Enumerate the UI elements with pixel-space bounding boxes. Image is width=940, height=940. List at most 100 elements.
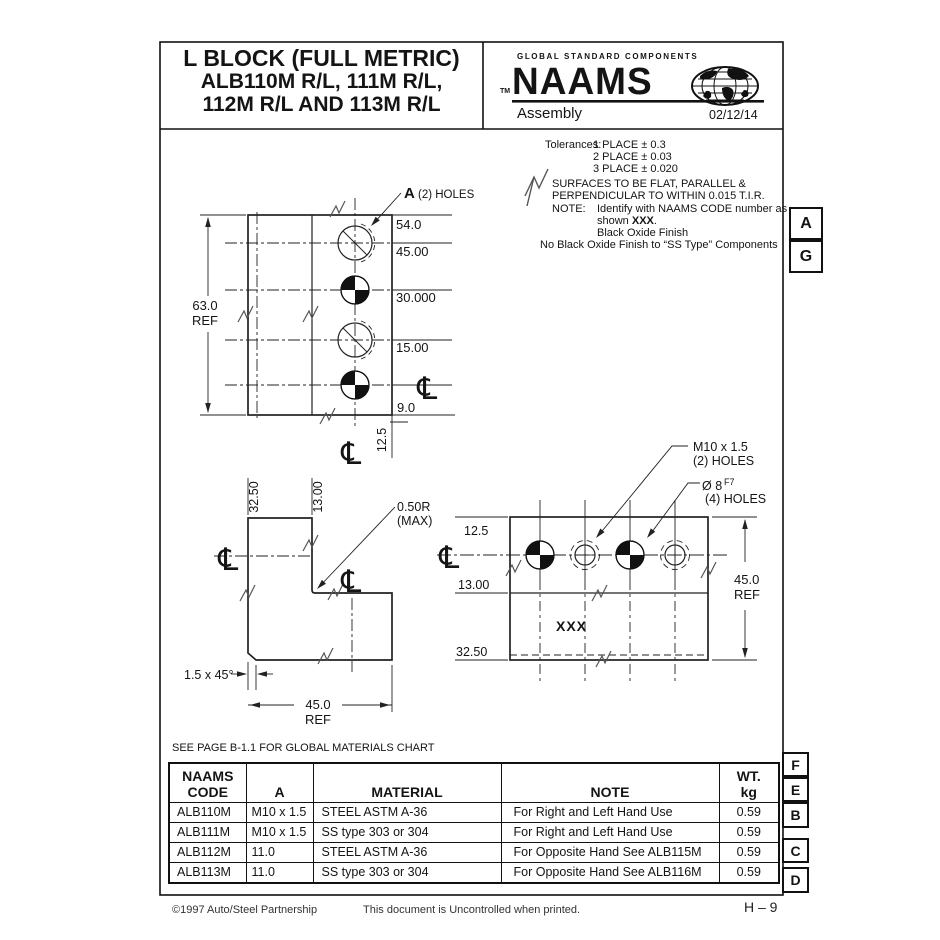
hole-label-holes: (2) HOLES: [418, 189, 475, 201]
col-header-material: MATERIAL: [312, 762, 502, 803]
tapped-hole-icon: [337, 223, 376, 360]
zone-marker-c: C: [782, 838, 809, 863]
surface-finish-icon: [237, 200, 346, 425]
surface-note-line2: PERPENDICULAR TO WITHIN 0.015 T.I.R.: [552, 190, 765, 202]
dim-32-50: 32.50: [247, 481, 261, 512]
cell-material: SS type 303 or 304: [312, 862, 502, 884]
cell-code: ALB110M: [168, 802, 247, 823]
part-identification-mark: XXX: [556, 618, 587, 634]
zone-marker-g: G: [789, 240, 823, 273]
logo-tagline: GLOBAL STANDARD COMPONENTS: [517, 52, 699, 61]
materials-chart-note: SEE PAGE B-1.1 FOR GLOBAL MATERIALS CHAR…: [172, 742, 435, 754]
page-title-line3: 112M R/L AND 113M R/L: [202, 93, 441, 116]
col-header-wt: WT.kg: [718, 762, 780, 803]
dim-12-5: 12.5: [375, 428, 389, 452]
zone-marker-d: D: [782, 867, 809, 893]
id-note-period: .: [653, 215, 657, 227]
tolerance-1: 1 PLACE ± 0.3: [593, 139, 666, 151]
uncontrolled-notice: This document is Uncontrolled when print…: [363, 904, 581, 916]
finish-note: Black Oxide Finish: [597, 227, 689, 239]
logo-underline: [512, 100, 764, 103]
logo-subtitle: Assembly: [517, 105, 583, 122]
naams-logo: NAAMS: [512, 60, 653, 103]
datum-target-icon: [525, 540, 645, 570]
zone-marker-f: F: [782, 752, 809, 777]
dim-30: 30.000: [396, 290, 436, 305]
hole-label-a: A: [404, 185, 415, 202]
dia8-note-line2: (4) HOLES: [705, 492, 766, 506]
cell-code: ALB112M: [168, 842, 247, 863]
tolerance-2: 2 PLACE ± 0.03: [593, 151, 672, 163]
cell-note: For Right and Left Hand Use: [500, 802, 720, 823]
cell-note: For Opposite Hand See ALB115M: [500, 842, 720, 863]
title-block: L BLOCK (FULL METRIC) ALB110M R/L, 111M …: [160, 45, 483, 117]
dim-45-ref: REF: [734, 587, 760, 602]
cell-note: For Right and Left Hand Use: [500, 822, 720, 843]
drawing-date: 02/12/14: [709, 108, 758, 122]
tolerance-3: 3 PLACE ± 0.020: [593, 163, 678, 175]
dim-45-ref: REF: [305, 712, 331, 727]
m10-note-line1: M10 x 1.5: [693, 440, 748, 454]
dia8-note-superscript: F7: [724, 477, 735, 487]
col-header-a: A: [245, 762, 314, 803]
cell-wt: 0.59: [718, 842, 780, 863]
front-view: A (2) HOLES 54.0 45.00 30.000 15.00 9.0 …: [192, 185, 475, 472]
page-title: L BLOCK (FULL METRIC): [183, 45, 460, 71]
zone-marker-a: A: [789, 207, 823, 240]
table-row: ALB111M M10 x 1.5 SS type 303 or 304 For…: [168, 822, 780, 843]
centerline-symbol: ℄: [337, 436, 365, 472]
id-note-xxx: XXX: [631, 215, 654, 227]
plan-view: M10 x 1.5 (2) HOLES Ø 8 F7 (4) HOLES 12.…: [435, 440, 766, 683]
dim-15: 15.00: [396, 340, 429, 355]
dim-45: 45.0: [305, 697, 330, 712]
page-title-line2: ALB110M R/L, 111M R/L,: [200, 70, 443, 93]
dia8-note: Ø 8: [702, 479, 722, 493]
cell-material: STEEL ASTM A-36: [312, 802, 502, 823]
cell-note: For Opposite Hand See ALB116M: [500, 862, 720, 884]
cell-code: ALB111M: [168, 822, 247, 843]
table-row: ALB110M M10 x 1.5 STEEL ASTM A-36 For Ri…: [168, 802, 780, 823]
col-header-note: NOTE: [500, 762, 720, 803]
surface-finish-icon: [524, 168, 549, 207]
page-border: [159, 41, 784, 896]
tolerances-label: Tolerances:: [545, 139, 602, 151]
cell-a: 11.0: [245, 842, 314, 863]
dim-13-00: 13.00: [458, 578, 489, 592]
page-number: H – 9: [744, 899, 778, 915]
radius-note-line1: 0.50R: [397, 500, 430, 514]
ss-finish-note: No Black Oxide Finish to “SS Type” Compo…: [540, 239, 778, 251]
cell-wt: 0.59: [718, 862, 780, 884]
centerline-symbol: ℄: [413, 371, 441, 407]
dim-63: 63.0: [192, 298, 217, 313]
dim-12-5: 12.5: [464, 524, 488, 538]
dim-45: 45.00: [396, 244, 429, 259]
cell-a: M10 x 1.5: [245, 802, 314, 823]
cell-wt: 0.59: [718, 802, 780, 823]
cell-a: 11.0: [245, 862, 314, 884]
cell-code: ALB113M: [168, 862, 247, 884]
cell-wt: 0.59: [718, 822, 780, 843]
centerline-symbol: ℄: [337, 564, 365, 600]
id-note-line2: shown XXX.: [597, 215, 657, 227]
side-view: 32.50 13.00 0.50R (MAX) 1.5 x 45° 45.0 R…: [184, 478, 432, 727]
dim-9: 9.0: [397, 400, 415, 415]
datum-target-icon: [340, 275, 370, 400]
note-label: NOTE:: [552, 203, 586, 215]
m10-note-line2: (2) HOLES: [693, 454, 754, 468]
chamfer-note: 1.5 x 45°: [184, 668, 233, 682]
table-row: ALB113M 11.0 SS type 303 or 304 For Oppo…: [168, 862, 780, 884]
centerline-symbol: ℄: [214, 542, 242, 578]
zone-marker-b: B: [782, 802, 809, 828]
dim-13-00: 13.00: [311, 481, 325, 512]
tapped-hole-icon: [570, 540, 690, 570]
surface-note-line1: SURFACES TO BE FLAT, PARALLEL &: [552, 178, 746, 190]
cell-a: M10 x 1.5: [245, 822, 314, 843]
trademark-symbol: TM: [500, 88, 511, 95]
surface-finish-icon: [239, 534, 344, 665]
dim-63-ref: REF: [192, 313, 218, 328]
